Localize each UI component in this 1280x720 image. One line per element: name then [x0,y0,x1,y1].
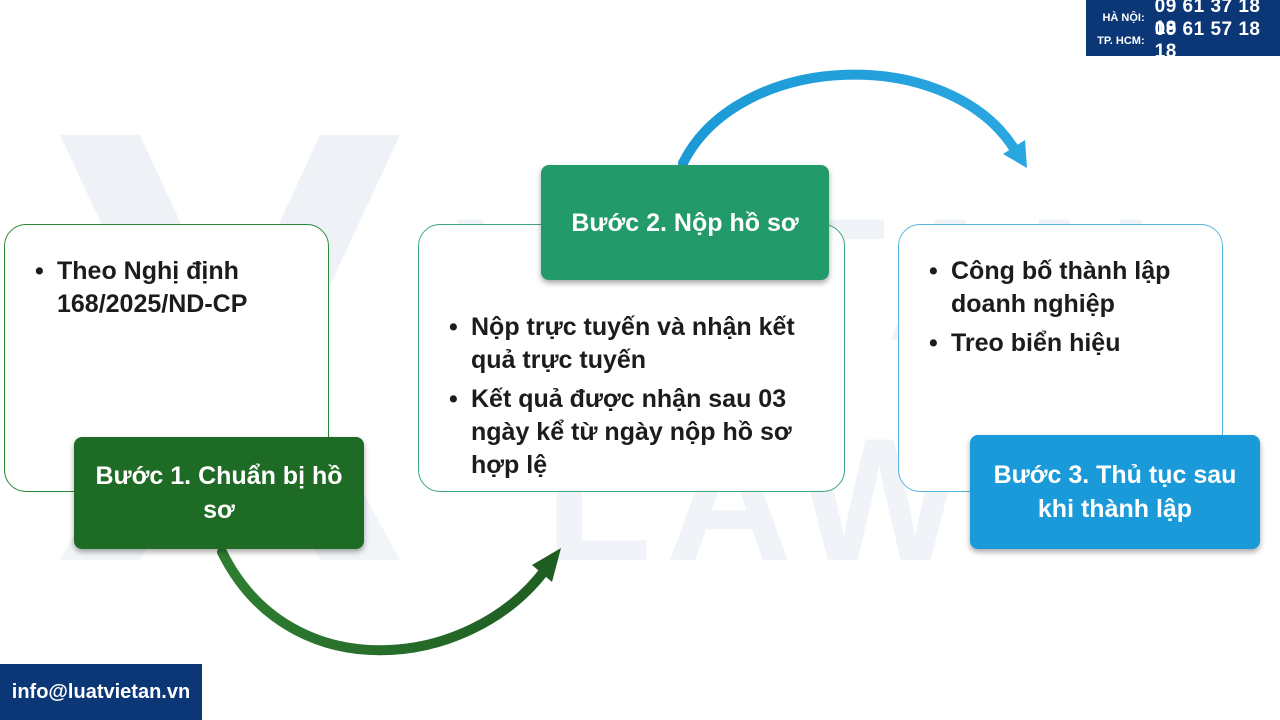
step-1-bullet-1: Theo Nghị định 168/2025/ND-CP [33,255,312,321]
step-1-label: Bước 1. Chuẩn bị hồ sơ [74,437,364,549]
step-2-bullet-1: Nộp trực tuyến và nhận kết quả trực tuyế… [447,311,828,377]
arrow-step2-to-step3 [678,69,1020,168]
step-2-label: Bước 2. Nộp hồ sơ [541,165,829,280]
step-3-label: Bước 3. Thủ tục sau khi thành lập [970,435,1260,549]
step-2-bullet-2: Kết quả được nhận sau 03 ngày kể từ ngày… [447,383,828,482]
hanoi-label: HÀ NỘI: [1102,11,1145,24]
email-link[interactable]: info@luatvietan.vn [11,680,191,703]
email-contact-box: info@luatvietan.vn [0,664,202,720]
phone-contact-box: HÀ NỘI: 09 61 37 18 18 TP. HCM: 09 61 57… [1086,0,1280,62]
hcm-label: TP. HCM: [1097,34,1145,47]
step-3-bullets: Công bố thành lập doanh nghiệp Treo biển… [927,255,1206,360]
step-3-bullet-1: Công bố thành lập doanh nghiệp [927,255,1206,321]
step-2-bullets: Nộp trực tuyến và nhận kết quả trực tuyế… [447,311,828,482]
hcm-phone[interactable]: 09 61 57 18 18 [1154,18,1261,62]
step-3-bullet-2: Treo biển hiệu [927,327,1206,360]
arrow-step1-to-step2 [217,547,550,656]
hcm-phone-row: TP. HCM: 09 61 57 18 18 [1092,19,1276,62]
hanoi-phone-row: HÀ NỘI: 09 61 37 18 18 [1092,0,1276,39]
hanoi-phone[interactable]: 09 61 37 18 18 [1154,0,1261,39]
arrow-step2-to-step3-head [1003,140,1027,168]
step-1-bullets: Theo Nghị định 168/2025/ND-CP [33,255,312,321]
arrow-step1-to-step2-head [532,548,561,582]
